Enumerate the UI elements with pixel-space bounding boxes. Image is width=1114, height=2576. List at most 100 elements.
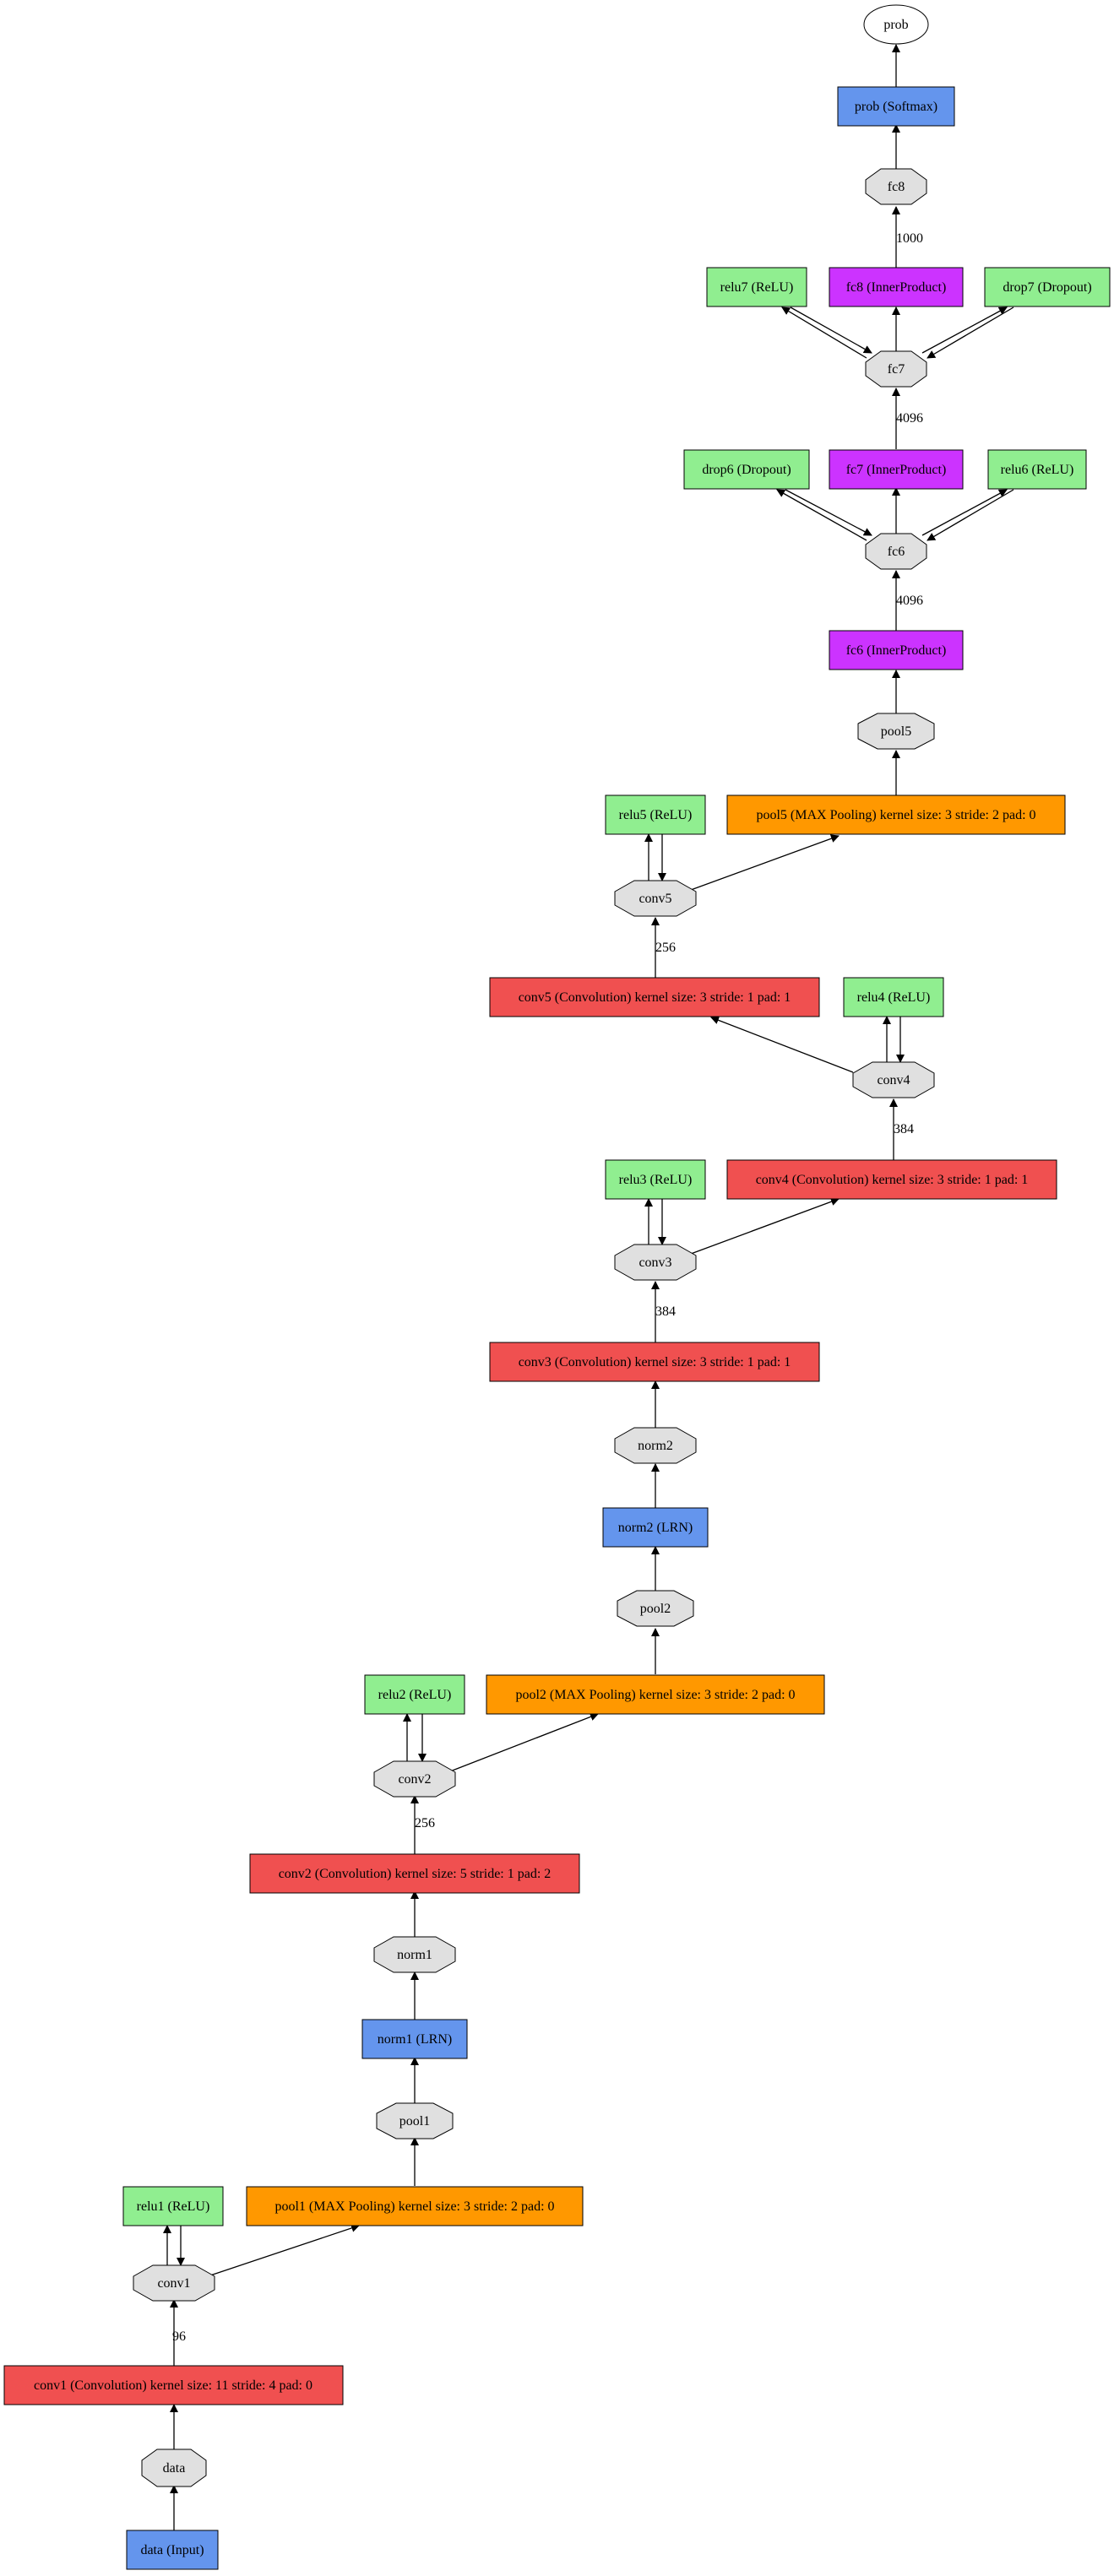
layer-relu6[interactable]: relu6 (ReLU)	[987, 449, 1087, 490]
edge-label-fc6: 4096	[896, 594, 923, 608]
layer-fc7[interactable]: fc7 (InnerProduct)	[829, 449, 964, 490]
edge-conv1blob-pool1	[207, 2224, 360, 2277]
edge-fc6blob-drop6	[776, 489, 867, 541]
blob-conv3-label: conv3	[639, 1255, 671, 1270]
edge-conv5blob-pool5	[690, 834, 840, 891]
edge-fc7blob-relu7	[781, 306, 867, 359]
layer-fc8[interactable]: fc8 (InnerProduct)	[829, 267, 964, 307]
layer-fc6-label: fc6 (InnerProduct)	[846, 643, 947, 658]
layer-relu3[interactable]: relu3 (ReLU)	[605, 1159, 706, 1200]
layer-norm1-label: norm1 (LRN)	[378, 2032, 452, 2047]
blob-fc6-label: fc6	[888, 545, 905, 559]
layer-relu2[interactable]: relu2 (ReLU)	[364, 1674, 465, 1715]
blob-pool2-label: pool2	[640, 1602, 671, 1616]
layer-pool1[interactable]: pool1 (MAX Pooling) kernel size: 3 strid…	[246, 2186, 584, 2226]
edge-relu6-fc6blob	[927, 489, 1014, 541]
edge-label-fc7: 4096	[896, 411, 923, 426]
blob-data[interactable]: data	[141, 2449, 207, 2487]
edge-drop6-fc6blob	[785, 489, 872, 536]
edge-label-conv1: 96	[172, 2329, 186, 2344]
layer-drop7[interactable]: drop7 (Dropout)	[984, 267, 1111, 307]
layer-prob[interactable]: prob (Softmax)	[837, 86, 955, 127]
blob-conv4-label: conv4	[877, 1073, 910, 1087]
edge-conv4blob-conv5	[710, 1016, 854, 1073]
layer-pool5[interactable]: pool5 (MAX Pooling) kernel size: 3 strid…	[726, 794, 1066, 835]
layer-conv4[interactable]: conv4 (Convolution) kernel size: 3 strid…	[726, 1159, 1057, 1200]
blob-data-label: data	[163, 2461, 186, 2476]
layer-norm2[interactable]: norm2 (LRN)	[602, 1507, 709, 1548]
layer-relu7[interactable]: relu7 (ReLU)	[706, 267, 807, 307]
layer-relu7-label: relu7 (ReLU)	[720, 280, 794, 295]
blob-pool1-label: pool1	[399, 2114, 430, 2129]
layer-conv3[interactable]: conv3 (Convolution) kernel size: 3 strid…	[489, 1342, 820, 1382]
blob-fc7-label: fc7	[888, 362, 905, 377]
layer-relu4[interactable]: relu4 (ReLU)	[843, 977, 944, 1017]
blob-norm1[interactable]: norm1	[373, 1936, 456, 1973]
blob-prob-label: prob	[883, 18, 908, 32]
edge-fc7blob-drop7	[921, 306, 1008, 354]
edge-fc6blob-relu6	[921, 489, 1008, 536]
layer-relu4-label: relu4 (ReLU)	[857, 990, 931, 1005]
layer-conv5[interactable]: conv5 (Convolution) kernel size: 3 strid…	[489, 977, 820, 1017]
layer-relu1-label: relu1 (ReLU)	[137, 2199, 210, 2214]
blob-conv5-label: conv5	[639, 892, 671, 906]
blob-pool5-label: pool5	[881, 724, 911, 739]
blob-prob[interactable]: prob	[863, 4, 929, 45]
layer-conv1-label: conv1 (Convolution) kernel size: 11 stri…	[34, 2378, 312, 2393]
layer-norm2-label: norm2 (LRN)	[618, 1521, 693, 1535]
layer-fc6[interactable]: fc6 (InnerProduct)	[829, 630, 964, 670]
edge-drop7-fc7blob	[927, 306, 1014, 359]
layer-drop6[interactable]: drop6 (Dropout)	[683, 449, 810, 490]
blob-fc8[interactable]: fc8	[865, 168, 927, 205]
edge-label-conv4: 384	[894, 1122, 914, 1136]
layer-relu5[interactable]: relu5 (ReLU)	[605, 794, 706, 835]
blob-conv1[interactable]: conv1	[133, 2264, 215, 2302]
blob-conv2-label: conv2	[398, 1772, 431, 1787]
layer-conv5-label: conv5 (Convolution) kernel size: 3 strid…	[519, 990, 791, 1005]
layer-data-input-label: data (Input)	[140, 2543, 204, 2557]
layer-conv1[interactable]: conv1 (Convolution) kernel size: 11 stri…	[3, 2365, 344, 2405]
edge-label-fc8: 1000	[896, 231, 923, 246]
layer-conv3-label: conv3 (Convolution) kernel size: 3 strid…	[519, 1355, 791, 1369]
layer-relu2-label: relu2 (ReLU)	[378, 1688, 452, 1702]
layer-prob-label: prob (Softmax)	[855, 100, 937, 114]
blob-fc7[interactable]: fc7	[865, 350, 927, 388]
edge-label-conv2: 256	[415, 1816, 435, 1830]
blob-conv2[interactable]: conv2	[373, 1760, 456, 1798]
edges	[163, 44, 1014, 2530]
layer-conv2-label: conv2 (Convolution) kernel size: 5 strid…	[279, 1867, 552, 1881]
layer-conv2[interactable]: conv2 (Convolution) kernel size: 5 strid…	[249, 1853, 580, 1894]
layer-pool2-label: pool2 (MAX Pooling) kernel size: 3 strid…	[515, 1688, 795, 1702]
edge-conv2blob-pool2	[449, 1712, 599, 1772]
layer-fc7-label: fc7 (InnerProduct)	[846, 463, 947, 477]
blob-conv4[interactable]: conv4	[852, 1061, 935, 1098]
blob-conv5[interactable]: conv5	[614, 880, 697, 917]
layer-pool1-label: pool1 (MAX Pooling) kernel size: 3 strid…	[274, 2199, 554, 2214]
edge-label-conv5: 256	[655, 941, 676, 955]
layer-relu6-label: relu6 (ReLU)	[1001, 463, 1074, 477]
layer-pool2[interactable]: pool2 (MAX Pooling) kernel size: 3 strid…	[486, 1674, 825, 1715]
blob-pool1[interactable]: pool1	[376, 2102, 454, 2139]
blob-conv3[interactable]: conv3	[614, 1244, 697, 1281]
layer-drop6-label: drop6 (Dropout)	[702, 463, 791, 477]
blob-norm2-label: norm2	[638, 1439, 673, 1453]
blob-norm2[interactable]: norm2	[614, 1427, 697, 1464]
blob-fc6[interactable]: fc6	[865, 533, 927, 570]
layer-drop7-label: drop7 (Dropout)	[1003, 280, 1091, 295]
layer-relu1[interactable]: relu1 (ReLU)	[122, 2186, 224, 2226]
layer-pool5-label: pool5 (MAX Pooling) kernel size: 3 strid…	[756, 808, 1035, 822]
blob-pool5[interactable]: pool5	[857, 713, 935, 750]
layer-relu3-label: relu3 (ReLU)	[619, 1173, 693, 1187]
layer-norm1[interactable]: norm1 (LRN)	[361, 2019, 468, 2059]
layer-fc8-label: fc8 (InnerProduct)	[846, 280, 947, 295]
layer-conv4-label: conv4 (Convolution) kernel size: 3 strid…	[756, 1173, 1029, 1187]
blob-pool2[interactable]: pool2	[617, 1590, 694, 1627]
blob-fc8-label: fc8	[888, 180, 905, 194]
blob-conv1-label: conv1	[157, 2276, 190, 2291]
layer-data-input[interactable]: data (Input)	[126, 2530, 219, 2570]
layer-relu5-label: relu5 (ReLU)	[619, 808, 693, 822]
edge-conv3blob-conv4	[690, 1197, 840, 1255]
edge-relu7-fc7blob	[790, 306, 872, 354]
edge-label-conv3: 384	[655, 1304, 676, 1319]
